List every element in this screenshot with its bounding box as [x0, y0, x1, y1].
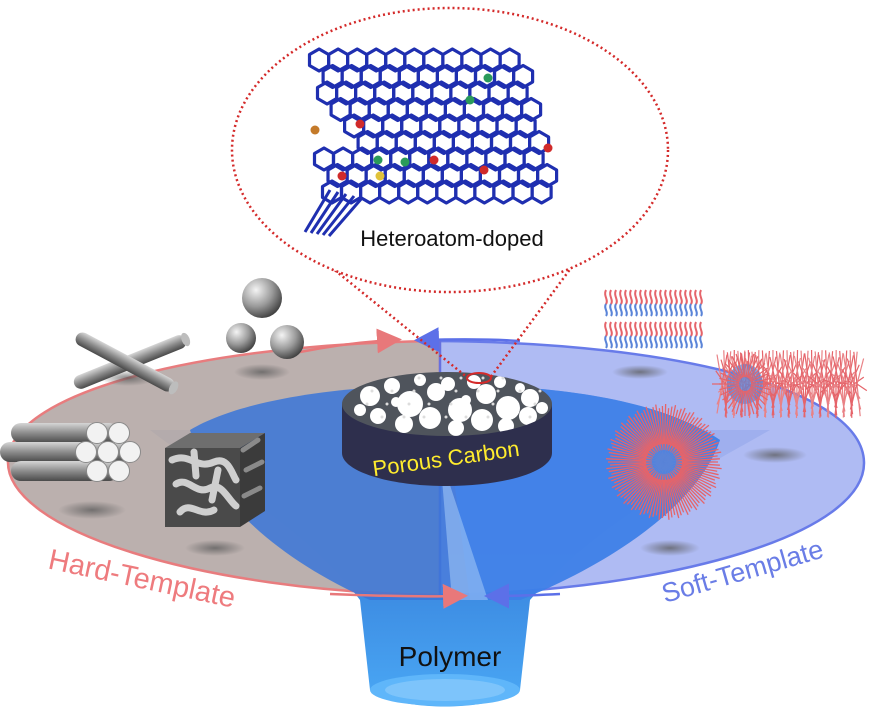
hard-arrow-bottom: [329, 583, 468, 609]
crossed-rods-icon: [73, 332, 191, 395]
spherical-micelle-icon: [606, 404, 722, 520]
lamellar-micelle-icon: [604, 289, 703, 349]
soft-arrow-top: [414, 327, 521, 353]
hard-arrow-top: [299, 328, 402, 354]
heteroatom-label: Heteroatom-doped: [360, 226, 543, 251]
soft-arrow-bottom: [484, 583, 561, 609]
porous-cube-icon: [165, 433, 265, 527]
object-shadows: [58, 364, 807, 556]
rod-bundle-icon: [0, 422, 141, 482]
heteroatom-inset: Heteroatom-doped: [230, 6, 670, 294]
graphene-lattice-icon: [303, 47, 559, 237]
polymer-label: Polymer: [399, 641, 502, 672]
porous-carbon-disc: Porous Carbon: [342, 372, 552, 486]
cylindrical-micelle-icon: [712, 349, 868, 419]
silica-spheres-icon: [226, 278, 304, 359]
